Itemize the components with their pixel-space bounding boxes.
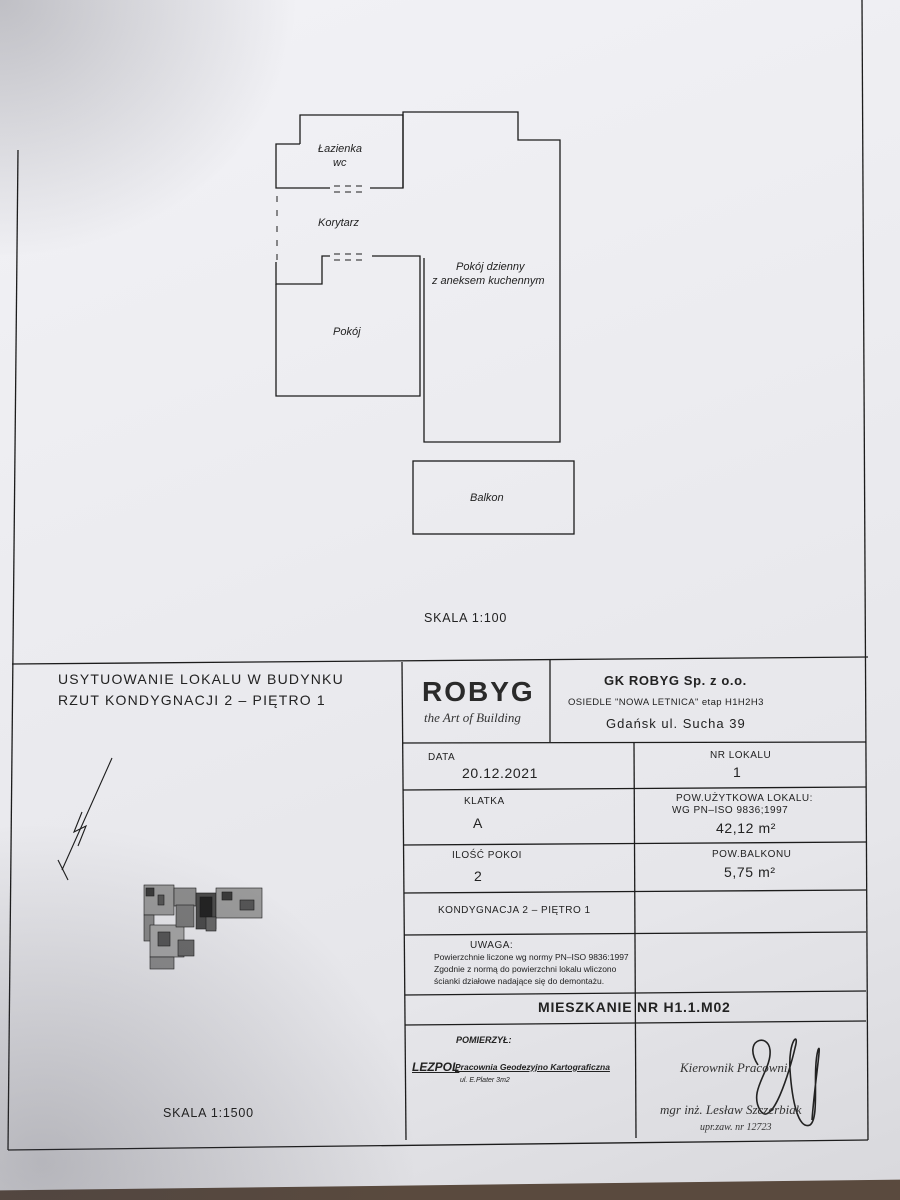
date-label: DATA [428,752,456,763]
room-label-corridor: Korytarz [318,217,359,229]
title-block-grid [401,660,867,1141]
manager-title: Kierownik Pracowni [680,1060,788,1075]
room-label-wc: wc [333,157,347,169]
balcony-walls [412,460,575,535]
surveyor-name: Pracownia Geodezyjno Kartograficzna [455,1062,610,1072]
manager-name: mgr inż. Lesław Szczerbiak [660,1102,802,1117]
measured-by-label: POMIERZYŁ: [456,1035,512,1045]
balcony-area-value: 5,75 m² [724,864,776,880]
rooms-count-label: ILOŚĆ POKOI [452,850,522,861]
living-room-walls [402,111,561,443]
building-location-map [143,884,263,970]
surveyor-brand: LEZPOL [412,1060,460,1074]
title-block-top-line [11,656,869,665]
corridor-walls [275,255,421,397]
usable-area-standard: WG PN–ISO 9836;1997 [672,805,789,816]
unit-number-value: 1 [733,764,742,780]
note-line-3: ścianki działowe nadające się do demonta… [434,976,605,986]
plan-scale: SKALA 1:100 [424,611,508,625]
manager-license: upr.zaw. nr 12723 [700,1122,772,1133]
room-label-living: Pokój dzienny [456,261,525,273]
location-title-line2: RZUT KONDYGNACJI 2 – PIĘTRO 1 [58,692,326,708]
bathroom-door [334,185,362,193]
room-label-room: Pokój [333,326,361,338]
note-label: UWAGA: [470,940,514,951]
sheet-border-left [7,149,19,1151]
unit-number-label: NR LOKALU [710,750,772,761]
north-arrow [57,757,113,881]
staircase-label: KLATKA [464,796,505,807]
location-title-line1: USYTUOWANIE LOKALU W BUDYNKU [58,671,344,687]
date-value: 20.12.2021 [462,765,539,781]
usable-area-label: POW.UŻYTKOWA LOKALU: [676,793,813,804]
staircase-value: A [473,815,483,831]
robyg-tagline: the Art of Building [424,710,521,725]
rooms-count-value: 2 [474,868,483,884]
signature [752,1038,820,1127]
balcony-area-label: POW.BALKONU [712,849,792,860]
sheet-border-bottom [7,1139,869,1151]
room-label-bathroom: Łazienka [318,143,363,155]
note-line-1: Powierzchnie liczone wg normy PN–ISO 983… [434,952,629,962]
apartment-number: MIESZKANIE NR H1.1.M02 [538,999,731,1015]
address: Gdańsk ul. Sucha 39 [606,716,746,731]
room-door [334,253,362,261]
location-scale: SKALA 1:1500 [163,1106,254,1120]
surveyor-address: ul. E.Plater 3m2 [460,1077,510,1084]
room-label-kitchenette: z aneksem kuchennym [432,275,545,287]
note-line-2: Zgodnie z normą do powierzchni lokalu wl… [434,964,617,974]
estate-name: OSIEDLE "NOWA LETNICA" etap H1H2H3 [568,697,764,708]
sheet-border-right [861,0,869,1141]
room-label-balcony: Balkon [470,492,504,504]
company-name: GK ROBYG Sp. z o.o. [604,673,747,688]
storey: KONDYGNACJA 2 – PIĘTRO 1 [438,905,591,916]
robyg-logo: ROBYG [422,676,535,707]
usable-area-value: 42,12 m² [716,820,777,836]
